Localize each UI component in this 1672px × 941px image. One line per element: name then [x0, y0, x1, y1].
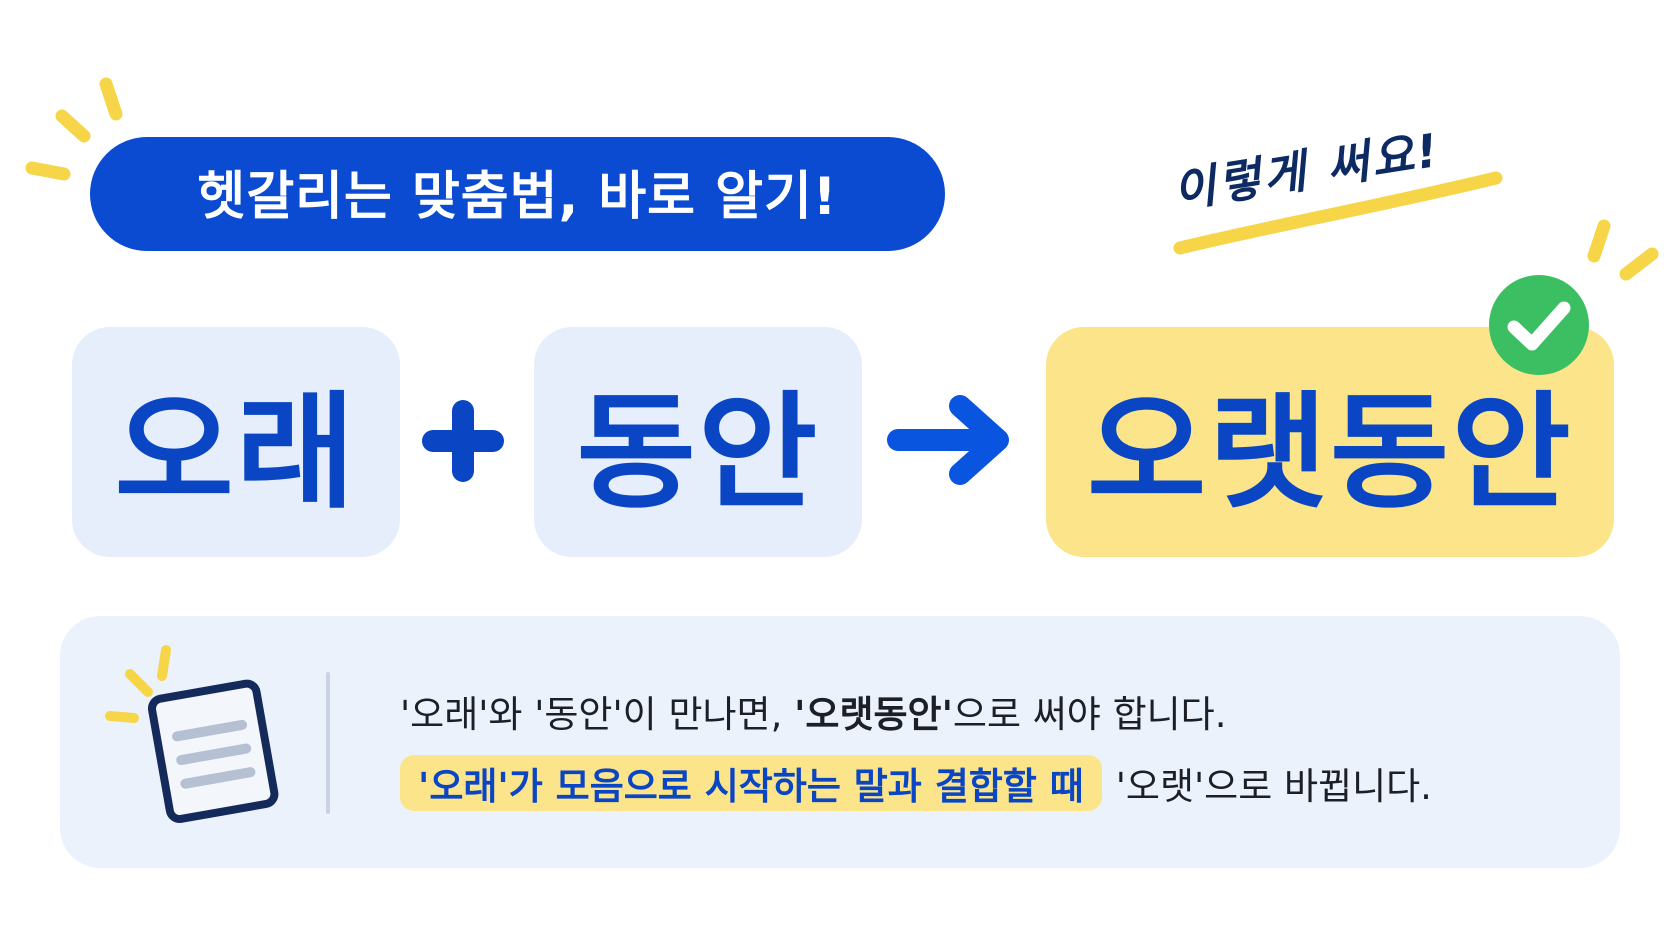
line1-part1: '오래'와 '동안'이 만나면, — [400, 693, 795, 736]
explanation-line-2: '오래'가 모음으로 시작하는 말과 결합할 때 '오랫'으로 바뀝니다. — [400, 752, 1432, 814]
explanation-line-1: '오래'와 '동안'이 만나면, '오랫동안'으로 써야 합니다. — [400, 684, 1227, 738]
sparkle-burst-icon — [1587, 219, 1659, 281]
title-banner: 헷갈리는 맞춤법, 바로 알기! — [90, 137, 945, 251]
explanation-panel — [60, 616, 1620, 868]
word-box-orae: 오래 — [72, 327, 400, 557]
note-underline — [1173, 171, 1503, 255]
word-box-dongan: 동안 — [534, 327, 862, 557]
line1-bold: '오랫동안' — [794, 693, 953, 736]
plus-icon — [422, 400, 504, 482]
word-a: 오래 — [114, 379, 358, 526]
result-box-oraetdongan: 오랫동안 — [1046, 327, 1614, 557]
line2-tail: '오랫'으로 바뀝니다. — [1115, 765, 1432, 808]
line1-part2: 으로 써야 합니다. — [952, 693, 1227, 736]
check-circle-icon — [1489, 275, 1589, 375]
arrow-right-icon — [887, 395, 1009, 485]
document-icon — [105, 645, 279, 824]
rule-highlight: '오래'가 모음으로 시작하는 말과 결합할 때 — [400, 755, 1102, 811]
sparkle-burst-icon — [25, 77, 123, 181]
handwritten-note: 이렇게 써요! — [1160, 120, 1520, 270]
panel-divider — [326, 672, 330, 814]
result-word: 오랫동안 — [1087, 379, 1573, 526]
word-b: 동안 — [576, 379, 820, 526]
title-text: 헷갈리는 맞춤법, 바로 알기! — [197, 166, 838, 227]
